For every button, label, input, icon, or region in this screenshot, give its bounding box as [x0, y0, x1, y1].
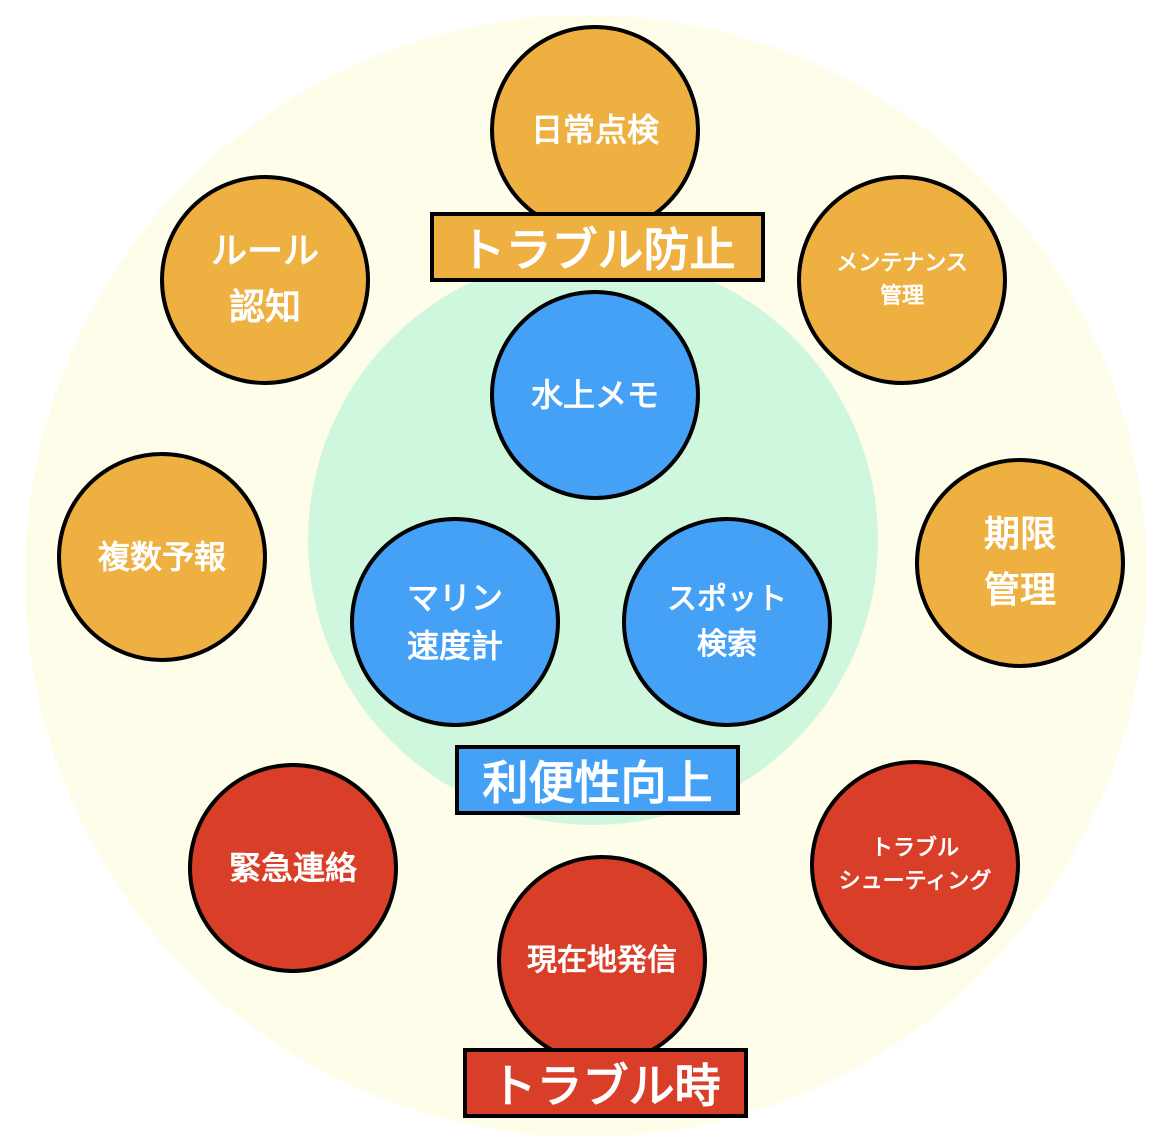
node-marine-speed: マリン 速度計 — [350, 517, 560, 727]
node-spot-search: スポット 検索 — [622, 517, 832, 727]
label-trouble: トラブル時 — [463, 1048, 748, 1118]
node-daily-check: 日常点検 — [490, 25, 700, 235]
label-prevention: トラブル防止 — [430, 212, 765, 282]
node-troubleshooting: トラブル シューティング — [810, 760, 1020, 970]
node-deadline: 期限 管理 — [915, 458, 1125, 668]
node-emergency: 緊急連絡 — [188, 763, 398, 973]
node-maintenance: メンテナンス 管理 — [797, 175, 1007, 385]
label-convenience: 利便性向上 — [455, 745, 740, 815]
node-location-send: 現在地発信 — [497, 855, 707, 1065]
node-multi-forecast: 複数予報 — [57, 452, 267, 662]
node-rule-awareness: ルール 認知 — [160, 175, 370, 385]
node-water-memo: 水上メモ — [490, 290, 700, 500]
